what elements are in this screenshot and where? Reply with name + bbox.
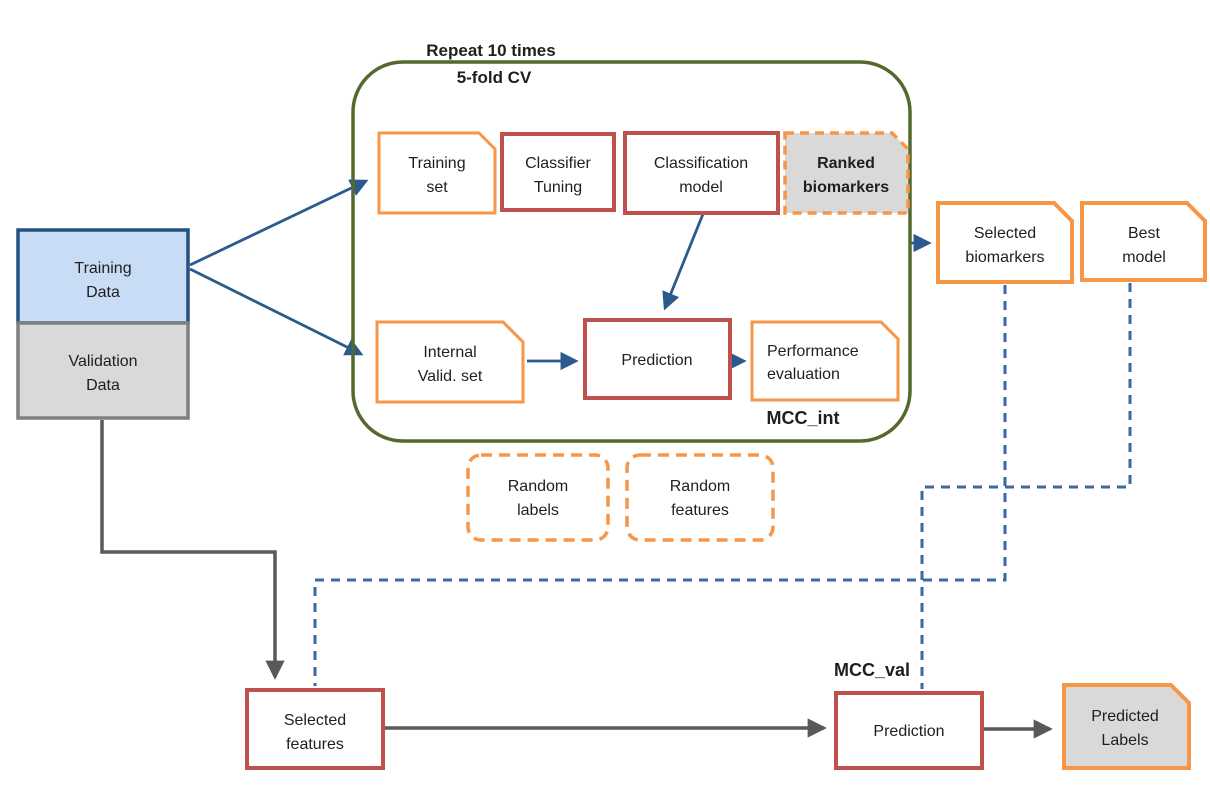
predicted-labels-label-1: Predicted (1091, 708, 1159, 725)
classification-model-label-1: Classification (654, 155, 748, 172)
internal-valid-set-label-1: Internal (423, 344, 476, 361)
performance-evaluation-label-1: Performance (767, 343, 859, 360)
node-validation-data: Validation Data (16, 321, 190, 420)
selected-biomarkers-label-2: biomarkers (965, 249, 1044, 266)
node-training-data: Training Data (16, 228, 190, 325)
random-labels-label-1: Random (508, 478, 568, 495)
node-selected-features: Selected features (245, 688, 385, 770)
node-performance-evaluation: Performance evaluation (750, 320, 900, 402)
validation-data-label-2: Data (86, 377, 120, 394)
classification-model-label-2: model (679, 179, 723, 196)
node-predicted-labels: Predicted Labels (1062, 683, 1191, 770)
node-classifier-tuning: Classifier Tuning (500, 132, 616, 212)
mcc-val-label: MCC_val (834, 660, 910, 680)
cv-loop-container (351, 60, 912, 443)
classifier-tuning-label-1: Classifier (525, 155, 591, 172)
training-data-label-1: Training (74, 260, 131, 277)
node-selected-biomarkers: Selected biomarkers (936, 201, 1074, 284)
training-data-label-2: Data (86, 284, 120, 301)
edge-selected-biomarkers-to-selected-features-dashed (313, 285, 1007, 686)
node-random-labels: Random labels (466, 453, 610, 542)
training-set-label-1: Training (408, 155, 465, 172)
node-classification-model: Classification model (623, 131, 780, 215)
performance-evaluation-label-2: evaluation (767, 366, 840, 383)
ranked-biomarkers-label-2: biomarkers (803, 179, 889, 196)
cv-title: 5-fold CV (457, 68, 532, 87)
selected-features-label-1: Selected (284, 712, 346, 729)
random-features-label-2: features (671, 502, 729, 519)
node-random-features: Random features (625, 453, 775, 542)
prediction-validation-label: Prediction (873, 723, 944, 740)
edge-validation-to-selected-features (100, 420, 285, 680)
random-features-label-1: Random (670, 478, 730, 495)
edge-classification-model-to-prediction (662, 213, 705, 311)
best-model-label-2: model (1122, 249, 1166, 266)
validation-data-label-1: Validation (68, 353, 137, 370)
edge-best-model-to-prediction-dashed (920, 283, 1132, 689)
selected-features-label-2: features (286, 736, 344, 753)
repeat-title: Repeat 10 times (426, 41, 555, 60)
node-best-model: Best model (1080, 201, 1207, 282)
classifier-tuning-label-2: Tuning (534, 179, 582, 196)
node-training-set: Training set (377, 131, 497, 215)
training-set-label-2: set (426, 179, 448, 196)
node-prediction-validation: Prediction (834, 691, 984, 770)
node-internal-valid-set: Internal Valid. set (375, 320, 525, 404)
internal-valid-set-label-2: Valid. set (418, 368, 483, 385)
prediction-internal-label: Prediction (621, 352, 692, 369)
ranked-biomarkers-label-1: Ranked (817, 155, 875, 172)
node-ranked-biomarkers: Ranked biomarkers (783, 131, 910, 215)
random-labels-label-2: labels (517, 502, 559, 519)
best-model-label-1: Best (1128, 225, 1161, 242)
edge-training-data-to-internal-valid-set (189, 267, 364, 356)
edge-training-data-to-training-set (189, 179, 369, 267)
selected-biomarkers-label-1: Selected (974, 225, 1036, 242)
node-prediction-internal: Prediction (583, 318, 732, 400)
predicted-labels-label-2: Labels (1101, 732, 1148, 749)
mcc-int-label: MCC_int (767, 408, 840, 428)
